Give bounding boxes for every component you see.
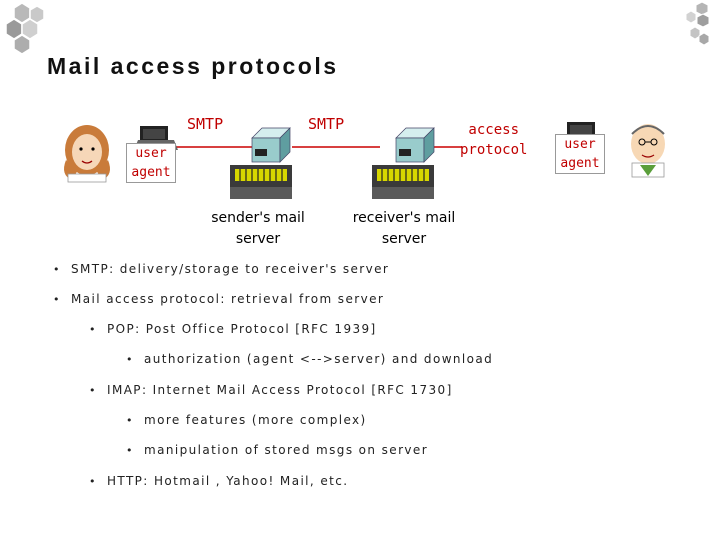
sender-server-label: sender's mail server	[202, 208, 314, 250]
bullet-http: • HTTP: Hotmail , Yahoo! Mail, etc.	[89, 474, 348, 488]
user-agent-left-box: user agent	[126, 143, 176, 183]
bullet-text: manipulation of stored msgs on server	[144, 443, 429, 457]
bullet-dot-icon: •	[53, 293, 61, 306]
person-right-icon	[631, 124, 665, 178]
bullet-dot-icon: •	[126, 444, 134, 457]
receiver-server-label: receiver's mail server	[342, 208, 466, 250]
sender-server-line-2: server	[235, 231, 281, 247]
bullet-mail-access: • Mail access protocol: retrieval from se…	[53, 292, 384, 306]
bullet-imap-features: • more features (more complex)	[126, 413, 367, 427]
user-agent-right-box: user agent	[555, 134, 605, 174]
user-agent-left-line-1: user	[135, 146, 167, 161]
bullet-dot-icon: •	[126, 414, 134, 427]
smtp-label-left: SMTP	[187, 115, 224, 133]
user-agent-left-line-2: agent	[131, 165, 171, 180]
bullet-text: IMAP: Internet Mail Access Protocol [RFC…	[107, 383, 453, 397]
bullet-pop: • POP: Post Office Protocol [RFC 1939]	[89, 322, 377, 336]
bullet-text: HTTP: Hotmail , Yahoo! Mail, etc.	[107, 474, 349, 488]
bullet-text: more features (more complex)	[144, 413, 367, 427]
bullet-imap-manipulation: • manipulation of stored msgs on server	[126, 443, 428, 457]
receiver-server-line-1: receiver's mail	[352, 210, 456, 226]
bullet-text: SMTP: delivery/storage to receiver's ser…	[71, 262, 390, 276]
access-protocol-line-1: access	[468, 122, 519, 138]
receiver-mail-server-icon	[372, 127, 435, 199]
bullet-dot-icon: •	[89, 384, 97, 397]
bullet-smtp: • SMTP: delivery/storage to receiver's se…	[53, 262, 389, 276]
hex-logo-left-icon	[5, 2, 45, 55]
bullet-text: Mail access protocol: retrieval from ser…	[71, 292, 385, 306]
receiver-server-line-2: server	[381, 231, 427, 247]
access-protocol-line-2: protocol	[460, 142, 528, 158]
sender-server-line-1: sender's mail	[211, 210, 305, 226]
user-agent-right-line-1: user	[564, 137, 596, 152]
bullet-text: POP: Post Office Protocol [RFC 1939]	[107, 322, 377, 336]
bullet-text: authorization (agent <-->server) and dow…	[144, 352, 494, 366]
hex-logo-right-icon	[685, 1, 710, 46]
bullet-pop-auth: • authorization (agent <-->server) and do…	[126, 352, 493, 366]
user-agent-right-line-2: agent	[560, 156, 600, 171]
person-left-icon	[64, 125, 110, 183]
slide-title: Mail access protocols	[47, 53, 339, 80]
smtp-label-right: SMTP	[308, 115, 345, 133]
bullet-dot-icon: •	[53, 263, 61, 276]
bullet-dot-icon: •	[89, 323, 97, 336]
access-protocol-label: access protocol	[460, 120, 527, 160]
bullet-dot-icon: •	[126, 353, 134, 366]
bullet-dot-icon: •	[89, 475, 97, 488]
sender-mail-server-icon	[230, 127, 292, 199]
bullet-imap: • IMAP: Internet Mail Access Protocol [RF…	[89, 383, 453, 397]
